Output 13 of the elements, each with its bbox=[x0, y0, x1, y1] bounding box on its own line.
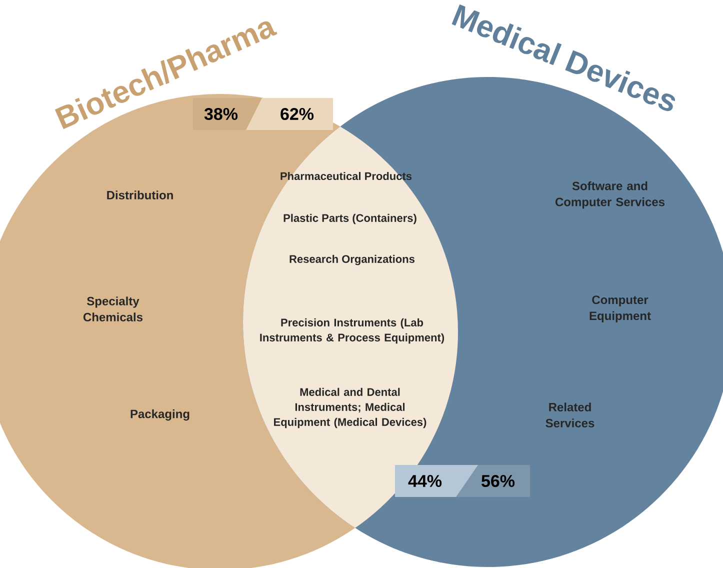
percentage: 56% bbox=[482, 474, 515, 488]
segment-label: Plastic Parts (Containers) bbox=[284, 214, 416, 224]
segment-label: Medical and Dental Instruments; Medical Equipment (Medical Devices) bbox=[274, 388, 426, 428]
segment-label: Computer Equipment bbox=[590, 296, 651, 322]
segment-label: Distribution bbox=[107, 190, 173, 200]
segment-label: Precision Instruments (Lab Instruments & Process Equipment) bbox=[260, 318, 444, 344]
segment-label: Research Organizations bbox=[290, 254, 414, 266]
segment-label: Specialty Chemicals bbox=[83, 296, 143, 322]
segment-label: Software and Computer Services bbox=[555, 181, 665, 209]
percentage: 62% bbox=[280, 108, 314, 120]
segment-label: Related Services bbox=[546, 402, 594, 428]
segment-label: Packaging bbox=[130, 409, 190, 421]
percentage: 44% bbox=[408, 475, 442, 487]
